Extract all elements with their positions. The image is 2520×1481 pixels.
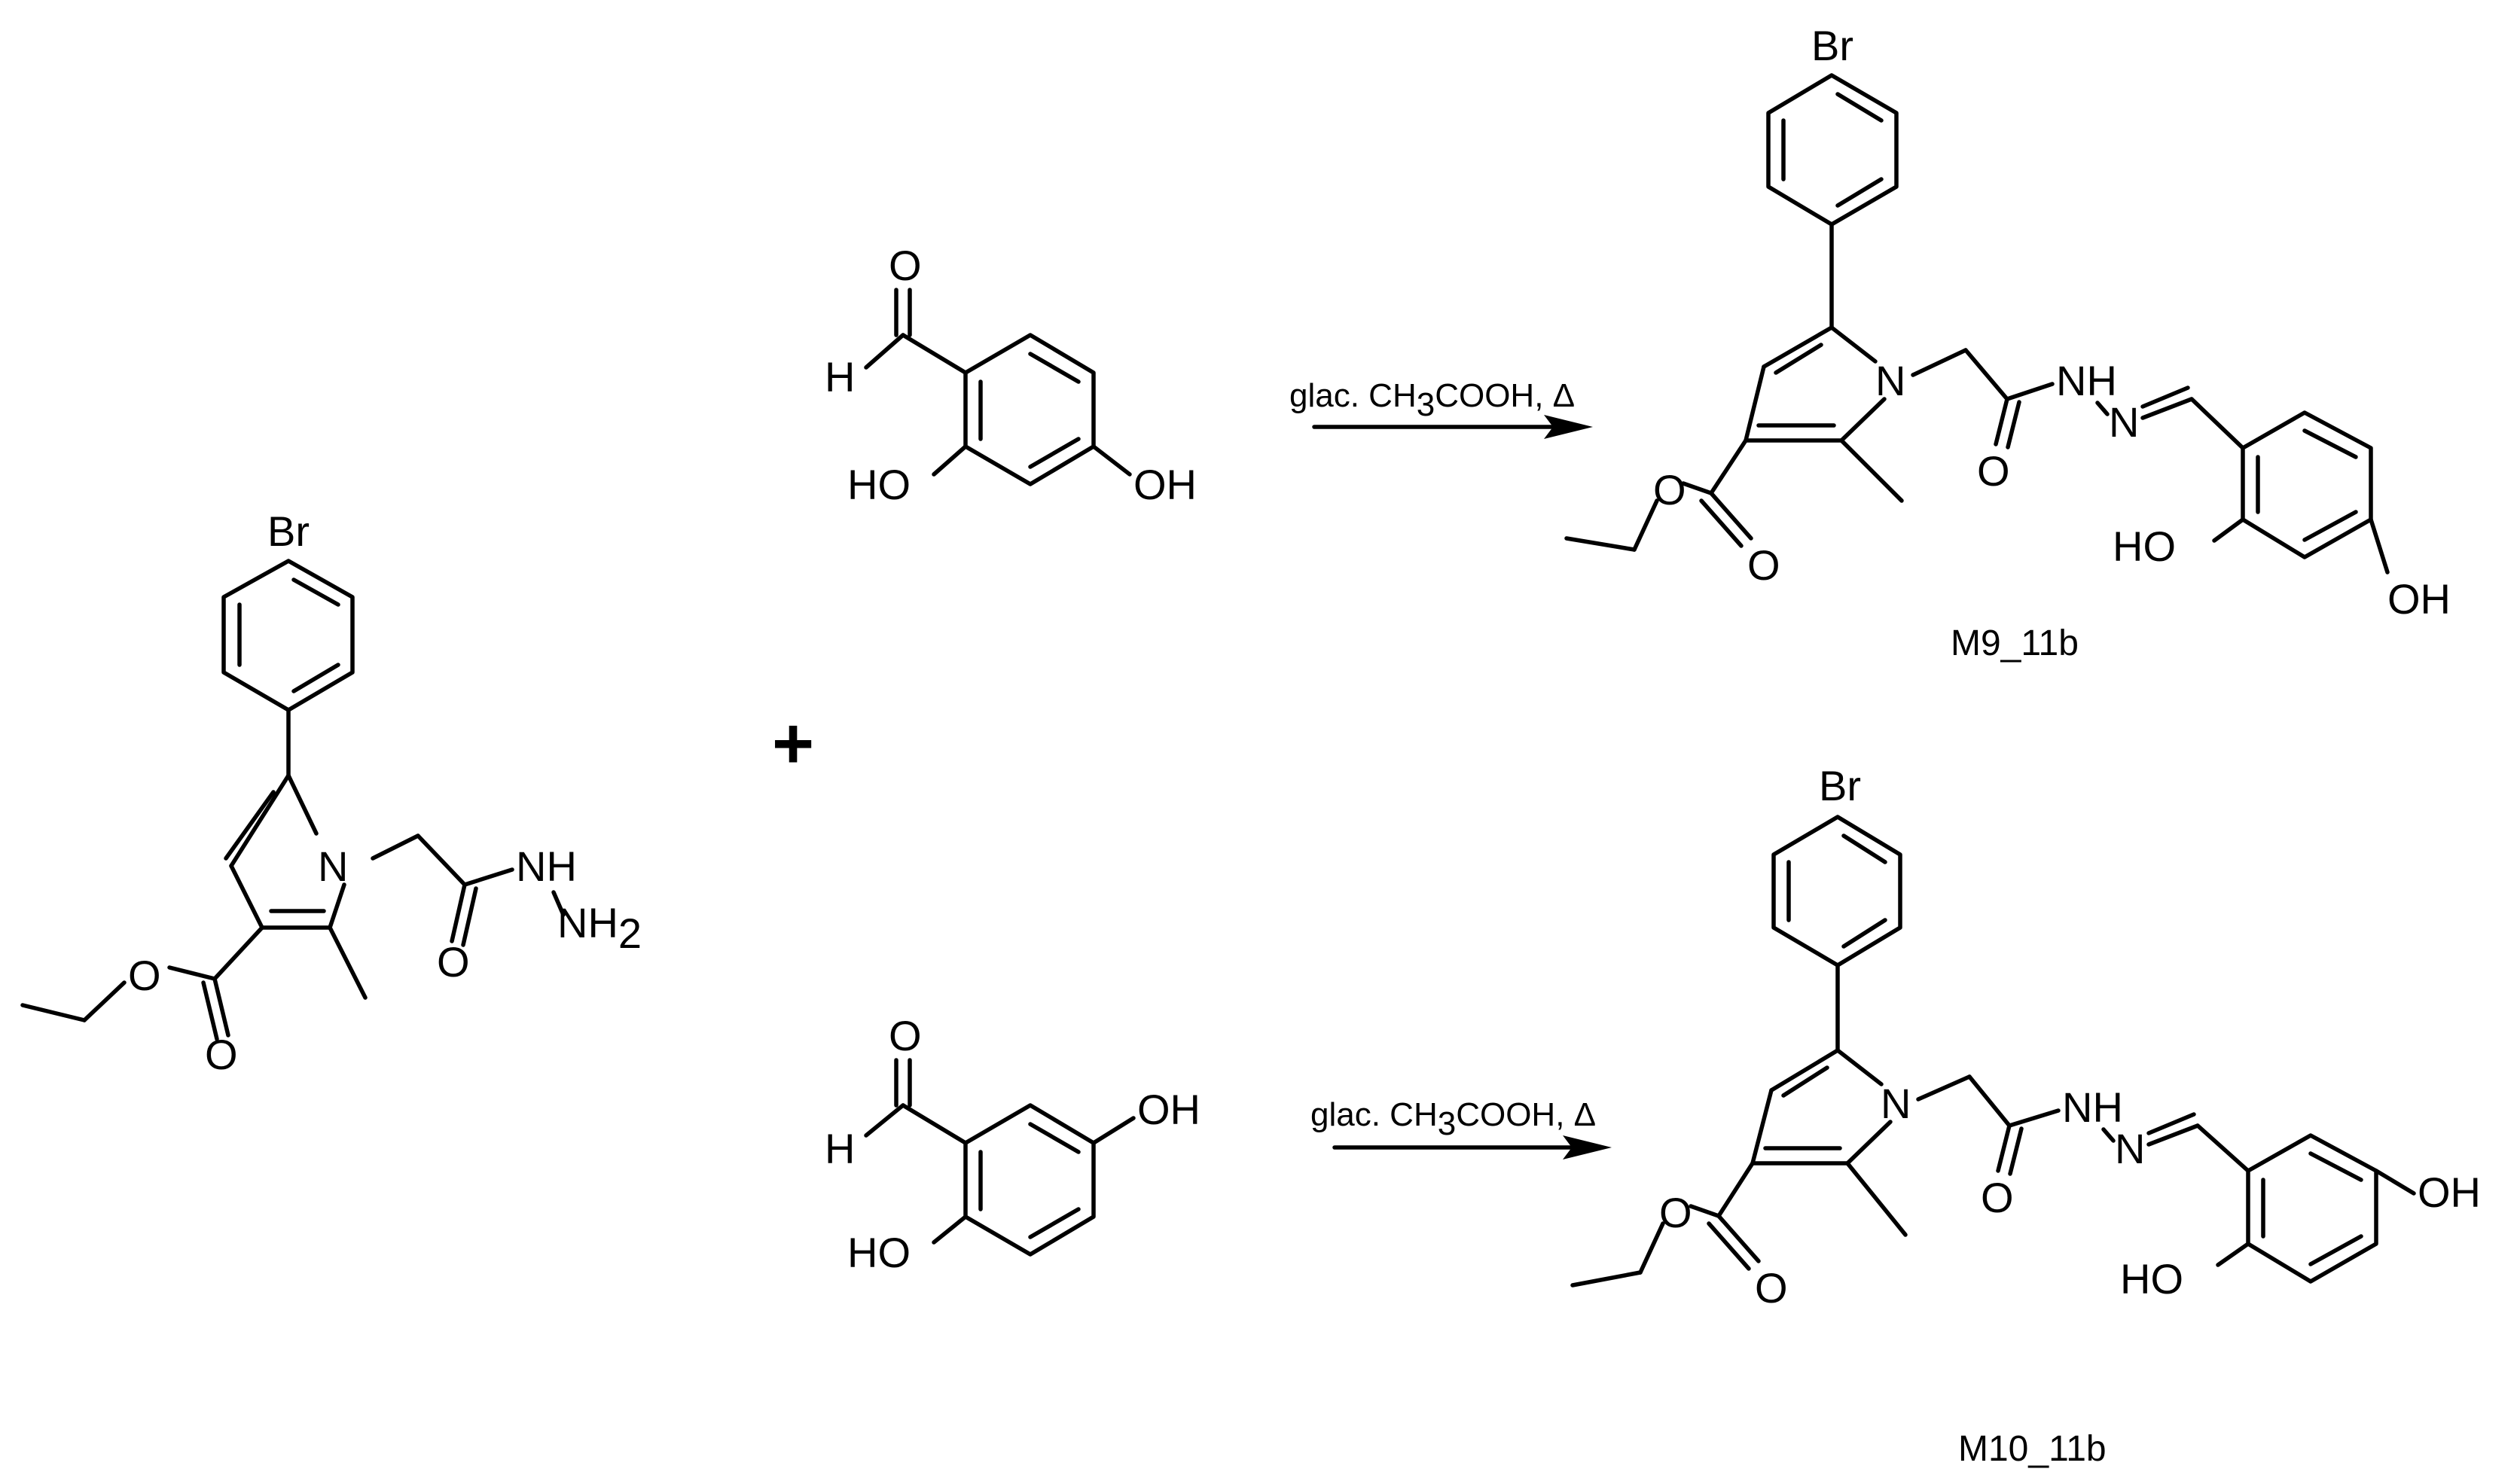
- bottom-aldehyde: O H OH HO: [825, 1012, 1201, 1276]
- amide-oxygen: O: [1981, 1174, 2014, 1221]
- phenyl-ring: [1771, 815, 1902, 968]
- pyrrole-nitrogen: N: [318, 843, 348, 890]
- product-m9: Br N O NH N: [1564, 22, 2451, 663]
- pyrrole-ring: [1744, 325, 1887, 443]
- compound-label: M10_11b: [1958, 1429, 2107, 1469]
- benzene-ring: [963, 333, 1096, 486]
- pyrrole-ring: [224, 773, 346, 930]
- benzene-ring: [963, 1103, 1096, 1257]
- imine-nitrogen: N: [2115, 1125, 2145, 1172]
- aldehyde-oxygen: O: [889, 1012, 922, 1059]
- bromine-label: Br: [267, 507, 310, 555]
- compound-label: M9_11b: [1951, 623, 2079, 663]
- starting-hydrazide: Br N O NH NH2: [20, 507, 642, 1078]
- hydroxyl-left: HO: [2120, 1255, 2183, 1303]
- phenyl-ring: [221, 559, 355, 712]
- hydrazone-nh: NH: [2062, 1083, 2123, 1131]
- hydroxyl-left: HO: [847, 1229, 911, 1276]
- hydroxyl-right-highlighted: OH: [2387, 575, 2451, 623]
- ester-ether-oxygen: O: [1653, 466, 1686, 513]
- pyrrole-ring: [1750, 1048, 1893, 1166]
- amide-oxygen: O: [437, 938, 470, 986]
- pyrrole-nitrogen: N: [1881, 1080, 1911, 1127]
- hydroxyl-right-highlighted: OH: [2418, 1169, 2481, 1216]
- ester-ether-oxygen: O: [1659, 1189, 1692, 1236]
- aldehyde-hydrogen: H: [825, 353, 855, 401]
- conditions-bottom: glac. CH3COOH, Δ: [1310, 1096, 1596, 1142]
- amide-oxygen: O: [1977, 447, 2010, 495]
- terminal-nh2: NH2: [557, 899, 642, 957]
- ester-carbonyl-oxygen: O: [1747, 541, 1780, 589]
- aldehyde-hydrogen: H: [825, 1125, 855, 1172]
- benzene-ring: [2241, 410, 2373, 559]
- reaction-arrow-top: glac. CH3COOH, Δ: [1289, 377, 1593, 439]
- top-aldehyde: O H HO OH: [825, 242, 1197, 508]
- aldehyde-oxygen: O: [889, 242, 922, 289]
- hydroxyl-right: OH: [1133, 461, 1197, 508]
- bromine-label: Br: [1819, 762, 1861, 809]
- hydroxyl-right: OH: [1137, 1086, 1201, 1133]
- phenyl-ring: [1766, 73, 1899, 227]
- bromine-label: Br: [1811, 22, 1853, 69]
- conditions-top: glac. CH3COOH, Δ: [1289, 377, 1575, 423]
- ester-carbonyl-oxygen: O: [205, 1031, 238, 1078]
- product-m10: Br N O NH N: [1570, 762, 2481, 1469]
- reaction-arrow-bottom: glac. CH3COOH, Δ: [1310, 1096, 1612, 1160]
- pyrrole-nitrogen: N: [1875, 357, 1905, 404]
- ester-carbonyl-oxygen: O: [1755, 1264, 1788, 1312]
- hydroxyl-left: HO: [2113, 523, 2176, 570]
- hydroxyl-left: HO: [847, 461, 911, 508]
- ester-ether-oxygen: O: [128, 952, 161, 999]
- plus-sign: +: [772, 703, 814, 784]
- imine-nitrogen: N: [2109, 398, 2139, 446]
- benzene-ring: [2246, 1133, 2378, 1284]
- hydrazone-nh: NH: [2056, 357, 2117, 404]
- hydrazide-nh: NH: [516, 843, 577, 890]
